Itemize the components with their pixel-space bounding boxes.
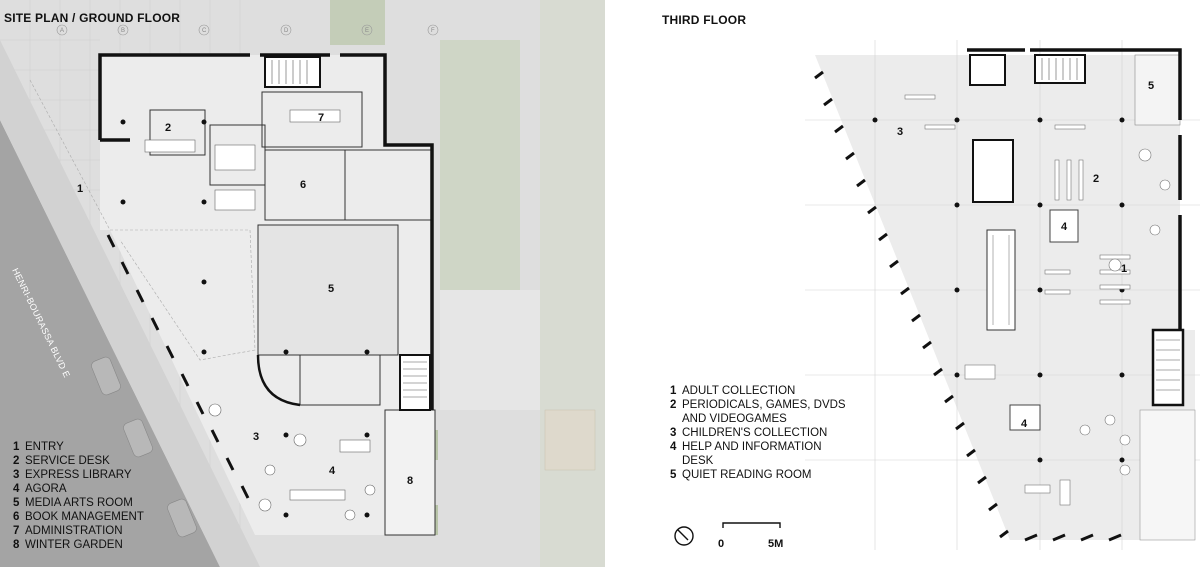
legend-text: HELP AND INFORMATION DESK [682, 441, 822, 467]
grid-label-d: D [284, 28, 289, 34]
legend-item: 4 HELP AND INFORMATION DESK [670, 440, 846, 468]
third-room-label-4-upper: 4 [1061, 221, 1068, 233]
third-floor-columns [872, 117, 1125, 463]
neighbour-building [540, 0, 605, 567]
legend-item: 4 AGORA [13, 482, 144, 496]
room-label-7: 7 [318, 112, 324, 124]
third-room-label-4-lower: 4 [1021, 418, 1028, 430]
third-room-label-2: 2 [1093, 173, 1099, 185]
legend-number: 1 [670, 385, 677, 397]
third-floor-furniture [904, 94, 1171, 506]
legend-item: 2 SERVICE DESK [13, 454, 144, 468]
legend-text: ADMINISTRATION [25, 525, 123, 537]
legend-item: 1 ADULT COLLECTION [670, 384, 846, 398]
legend-text: AGORA [25, 483, 67, 495]
grid-label-e: E [365, 28, 369, 34]
grid-label-b: B [121, 28, 125, 34]
legend-number: 5 [670, 469, 677, 481]
legend-item: 8 WINTER GARDEN [13, 538, 144, 552]
grid-label-c: C [202, 28, 207, 34]
legend-text: CHILDREN'S COLLECTION [682, 427, 828, 439]
legend-item: 3 EXPRESS LIBRARY [13, 468, 144, 482]
lower-wing [1139, 409, 1196, 541]
legend-number: 1 [13, 441, 20, 453]
room-label-2: 2 [165, 122, 171, 134]
entry-plaza-outline [29, 79, 256, 361]
third-floor-legend: 1 ADULT COLLECTION 2 PERIODICALS, GAMES, D… [670, 384, 846, 482]
third-room-label-5: 5 [1148, 80, 1154, 92]
legend-text: PERIODICALS, GAMES, DVDS AND VIDEOGAMES [682, 399, 846, 425]
legend-number: 4 [670, 441, 677, 453]
reading-wing [1134, 54, 1181, 126]
legend-item: 5 QUIET READING ROOM [670, 468, 846, 482]
third-floor-walls [967, 48, 1182, 330]
room-label-5: 5 [328, 283, 334, 295]
third-room-label-1: 1 [1121, 263, 1127, 275]
scale-bar [722, 522, 781, 528]
legend-number: 3 [13, 469, 20, 481]
third-floor-plan: 3 2 1 4 4 5 [674, 40, 1200, 550]
wood-deck [544, 409, 596, 471]
legend-text: ADULT COLLECTION [682, 385, 796, 397]
sidewalk [0, 40, 260, 567]
legend-number: 4 [13, 483, 20, 495]
ground-floor-title: SITE PLAN / GROUND FLOOR [4, 11, 181, 25]
legend-number: 8 [13, 539, 20, 551]
legend-text: QUIET READING ROOM [682, 469, 812, 481]
legend-number: 7 [13, 525, 20, 537]
legend-text: ENTRY [25, 441, 64, 453]
north-arrow-icon [674, 526, 694, 546]
scale-end-label: 5M [768, 538, 784, 550]
green-strip-top [330, 0, 385, 45]
legend-item: 1 ENTRY [13, 440, 144, 454]
stair-core [264, 56, 431, 411]
scale-start-label: 0 [718, 538, 725, 550]
third-floor-title: THIRD FLOOR [662, 13, 747, 27]
third-room-label-3: 3 [897, 126, 903, 138]
curved-wall [256, 354, 301, 407]
room-label-6: 6 [300, 179, 306, 191]
exterior-walls [98, 53, 434, 410]
legend-text: SERVICE DESK [25, 455, 110, 467]
legend-text: BOOK MANAGEMENT [25, 511, 144, 523]
legend-item: 5 MEDIA ARTS ROOM [13, 496, 144, 510]
help-desk-upper [1049, 209, 1079, 243]
legend-number: 3 [670, 427, 677, 439]
neighbour-lot [440, 40, 520, 290]
legend-number: 2 [670, 399, 677, 411]
ground-floor-plan: A B C D E F [0, 0, 605, 567]
room-label-4: 4 [329, 465, 336, 477]
legend-item: 7 ADMINISTRATION [13, 524, 144, 538]
furniture [144, 109, 376, 521]
diagonal-facade [106, 234, 250, 499]
third-floor-cores [969, 54, 1185, 407]
neighbour-courtyard [440, 290, 540, 410]
legend-number: 5 [13, 497, 20, 509]
legend-item: 6 BOOK MANAGEMENT [13, 510, 144, 524]
room-label-3: 3 [253, 431, 259, 443]
legend-number: 2 [13, 455, 20, 467]
ground-floor-panel: A B C D E F [0, 0, 605, 567]
grid-label-a: A [60, 28, 64, 34]
legend-text: WINTER GARDEN [25, 539, 123, 551]
legend-item: 3 CHILDREN'S COLLECTION [670, 426, 846, 440]
grid-markers: A B C D E F [56, 24, 439, 36]
legend-text: MEDIA ARTS ROOM [25, 497, 133, 509]
cars [91, 356, 197, 538]
columns [120, 119, 370, 518]
legend-number: 6 [13, 511, 20, 523]
help-desk-lower [1009, 404, 1041, 431]
room-label-1: 1 [77, 183, 83, 195]
legend-item: 2 PERIODICALS, GAMES, DVDS AND VIDEOGAMES [670, 398, 846, 426]
zigzag-facade [814, 70, 1122, 542]
interior-rooms [149, 91, 436, 536]
grid-label-f: F [431, 28, 435, 34]
room-label-8: 8 [407, 475, 413, 487]
legend-text: EXPRESS LIBRARY [25, 469, 132, 481]
